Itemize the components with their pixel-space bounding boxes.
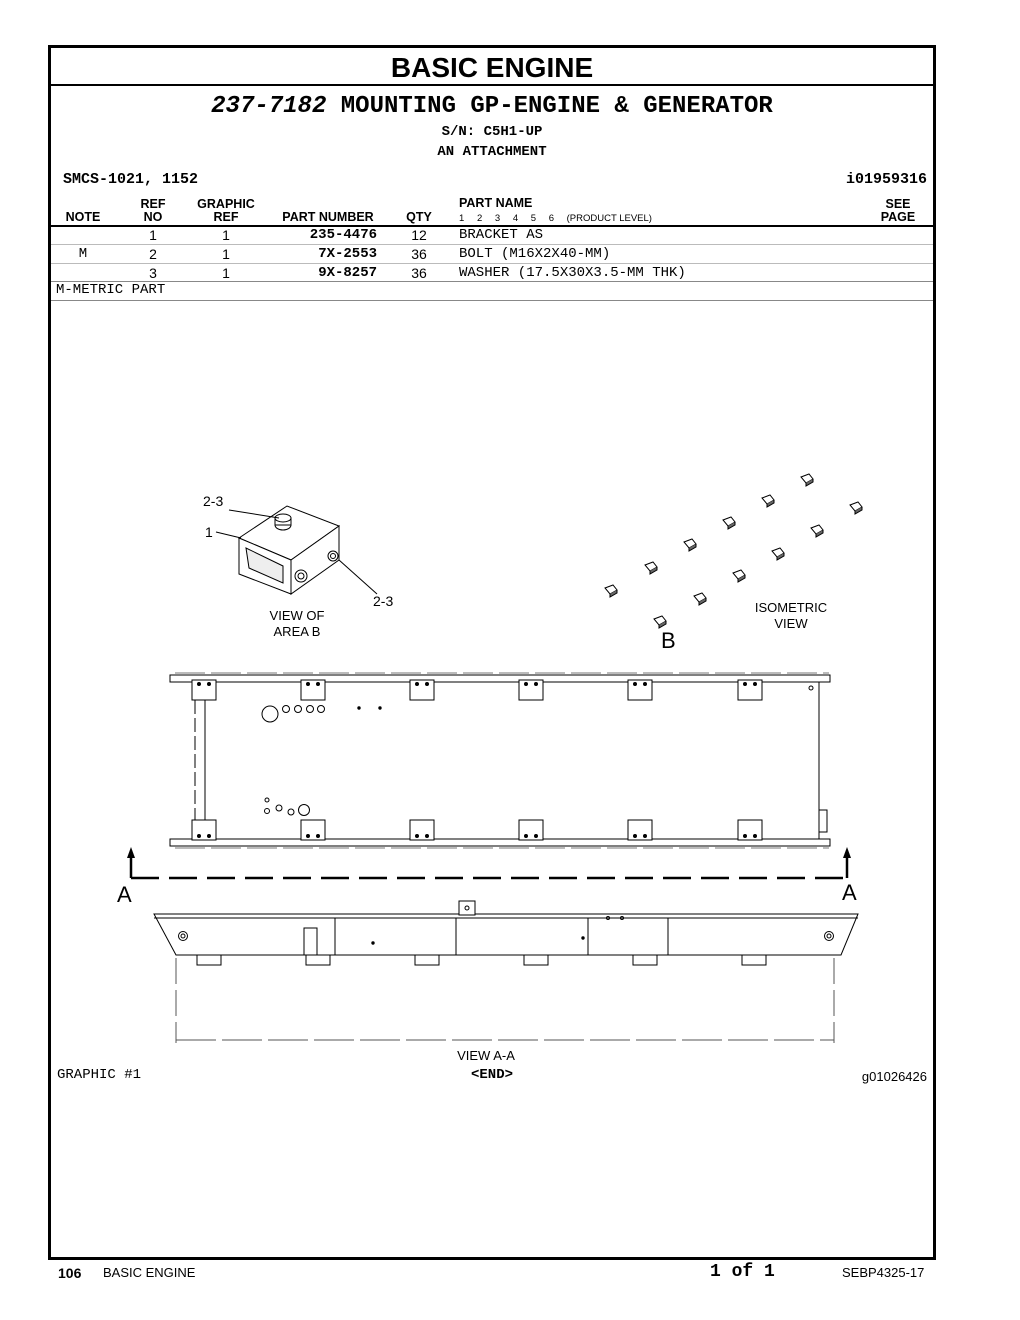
level-1: 1 bbox=[459, 213, 465, 224]
plan-view bbox=[169, 672, 831, 849]
view-aa-label: VIEW A-A bbox=[457, 1048, 515, 1063]
table-row: M 2 1 7X-2553 36 BOLT (M16X2X40-MM) bbox=[51, 245, 933, 263]
product-levels: 1 2 3 4 5 6 (PRODUCT LEVEL) bbox=[459, 213, 662, 224]
footer-section: BASIC ENGINE bbox=[103, 1265, 196, 1280]
graphic-label: GRAPHIC #1 bbox=[57, 1067, 142, 1083]
part-name: WASHER (17.5X30X3.5-MM THK) bbox=[459, 265, 686, 281]
part-number: 7X-2553 bbox=[318, 246, 377, 262]
header-note: NOTE bbox=[65, 210, 101, 224]
level-6: 6 bbox=[548, 213, 554, 224]
part-name: BRACKET AS bbox=[459, 227, 544, 243]
label-b: B bbox=[661, 628, 676, 653]
group-number: 237-7182 bbox=[211, 93, 327, 120]
header-ref-bottom: NO bbox=[143, 210, 163, 224]
group-name: MOUNTING GP-ENGINE & GENERATOR bbox=[340, 93, 773, 120]
part-number: 9X-8257 bbox=[318, 265, 377, 281]
view-area-b-label: VIEW OF AREA B bbox=[269, 608, 325, 639]
section-line-aa bbox=[127, 847, 851, 880]
level-2: 2 bbox=[476, 213, 483, 224]
part-number: 235-4476 bbox=[309, 227, 377, 243]
header-see-top: SEE bbox=[885, 197, 911, 211]
bracket-detail bbox=[215, 505, 378, 595]
product-level-label: (PRODUCT LEVEL) bbox=[566, 213, 652, 224]
row-rule bbox=[51, 263, 933, 264]
end-label: <END> bbox=[470, 1067, 513, 1083]
header-part-name: PART NAME bbox=[459, 196, 533, 210]
info-id: i01959316 bbox=[845, 171, 927, 188]
legend-rule bbox=[51, 300, 933, 301]
group-title: 237-7182 MOUNTING GP-ENGINE & GENERATOR bbox=[51, 93, 933, 120]
footer-page-number: 106 bbox=[58, 1265, 82, 1281]
header-graphic-top: GRAPHIC bbox=[197, 197, 255, 211]
section-title: BASIC ENGINE bbox=[51, 48, 933, 86]
callout-1: 1 bbox=[205, 524, 213, 540]
row-rule bbox=[51, 281, 933, 282]
header-ref-top: REF bbox=[140, 197, 166, 211]
isometric-brackets bbox=[604, 473, 863, 629]
header-graphic-bottom: REF bbox=[213, 210, 239, 224]
table-row: 3 1 9X-8257 36 WASHER (17.5X30X3.5-MM TH… bbox=[51, 264, 933, 282]
header-see-bottom: PAGE bbox=[880, 210, 916, 224]
callout-2-3-top: 2-3 bbox=[203, 493, 224, 509]
isometric-view-label: ISOMETRIC VIEW bbox=[754, 600, 828, 631]
view-aa bbox=[153, 900, 859, 1043]
row-rule bbox=[51, 244, 933, 245]
level-4: 4 bbox=[512, 213, 519, 224]
label-a-right: A bbox=[842, 880, 857, 905]
part-name: BOLT (M16X2X40-MM) bbox=[459, 246, 611, 262]
footer-page-of: 1 of 1 bbox=[710, 1262, 775, 1282]
graphic-id: g01026426 bbox=[861, 1069, 927, 1084]
serial-number: S/N: C5H1-UP bbox=[441, 124, 543, 140]
note-legend: M-METRIC PART bbox=[56, 282, 166, 298]
attachment-label: AN ATTACHMENT bbox=[437, 144, 547, 160]
header-rule bbox=[51, 225, 933, 227]
parts-drawing bbox=[127, 473, 863, 1043]
label-a-left: A bbox=[117, 882, 132, 907]
page-frame: BASIC ENGINE 237-7182 MOUNTING GP-ENGINE… bbox=[48, 45, 936, 1260]
header-qty: QTY bbox=[406, 210, 432, 224]
level-3: 3 bbox=[494, 213, 501, 224]
callout-2-3-bottom: 2-3 bbox=[373, 593, 394, 609]
footer-doc-id: SEBP4325-17 bbox=[842, 1265, 925, 1280]
level-5: 5 bbox=[530, 213, 537, 224]
header-part-number: PART NUMBER bbox=[282, 210, 374, 224]
table-row: 1 1 235-4476 12 BRACKET AS bbox=[51, 226, 933, 244]
smcs-code: SMCS-1021, 1152 bbox=[63, 171, 199, 188]
